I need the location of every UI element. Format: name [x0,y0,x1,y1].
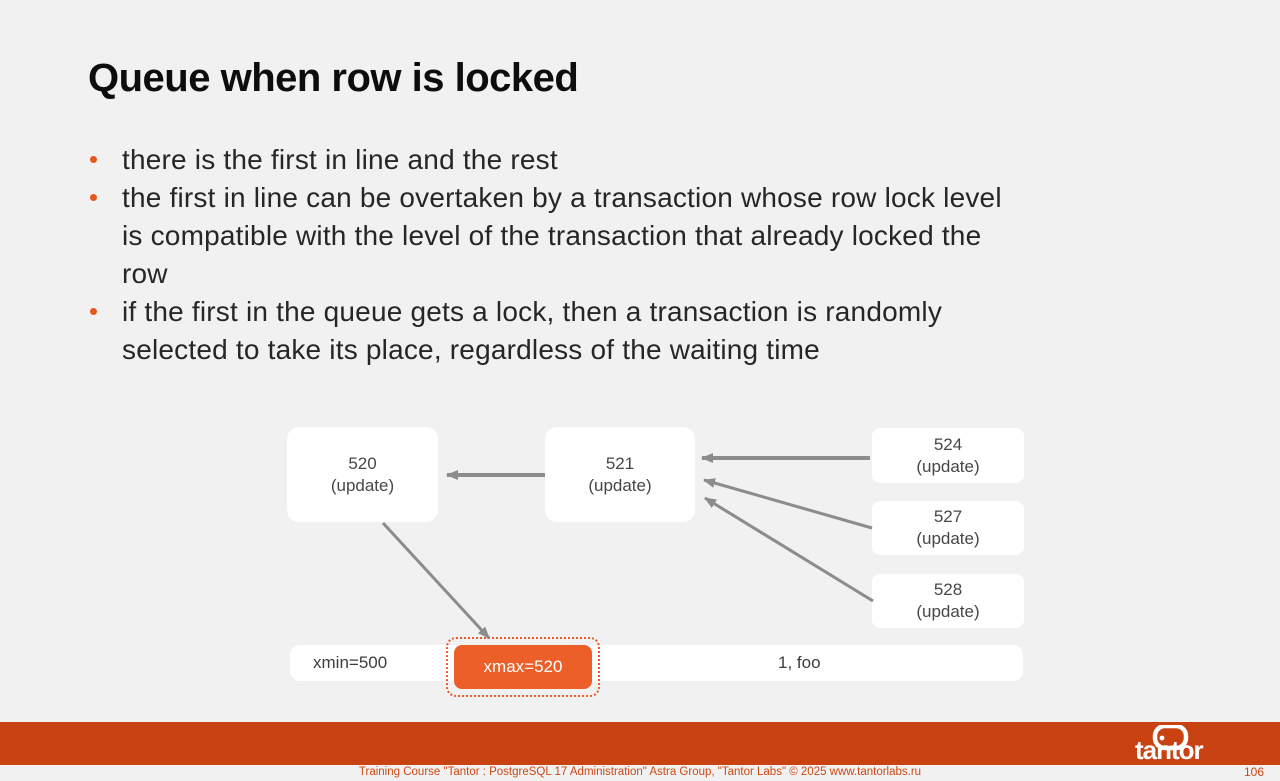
xmin-value: xmin=500 [313,653,388,672]
transaction-box-520: 520 (update) [287,427,438,522]
transaction-id: 521 [605,453,635,473]
bullet-item: the first in line can be overtaken by a … [88,179,1208,293]
transaction-op: (update) [916,456,980,476]
tantor-logo-text: tantor [1135,735,1204,763]
bullet-text: if the first in the queue gets a lock, t… [122,293,1208,369]
transaction-box-524: 524 (update) [872,428,1024,483]
transaction-op: (update) [588,475,652,495]
bullet-item: there is the first in line and the rest [88,141,1208,179]
transaction-op: (update) [916,602,980,621]
bullet-list: there is the first in line and the rest … [88,141,1208,369]
tantor-logo-icon: tantor [1135,725,1205,763]
transaction-id: 528 [933,580,963,599]
bullet-line: selected to take its place, regardless o… [122,334,820,365]
bullet-line: row [122,258,168,289]
tuple-data-value: 1, foo [778,653,821,672]
transaction-box-528: 528 (update) [872,574,1024,628]
bullet-line: is compatible with the level of the tran… [122,220,982,251]
transaction-op: (update) [916,529,980,548]
transaction-id: 527 [933,507,963,526]
xmax-value: xmax=520 [483,657,563,676]
page-number: 106 [1243,765,1264,779]
xmax-highlight-border: xmax=520 [446,637,600,697]
transaction-id: 520 [348,453,377,473]
arrow-528-to-521 [704,496,874,603]
footer-brand-bar: tantor [0,722,1280,765]
bullet-dot-icon [90,156,97,163]
arrow-520-to-xmax [381,521,491,640]
bullet-item: if the first in the queue gets a lock, t… [88,293,1208,369]
bullet-line: if the first in the queue gets a lock, t… [122,296,943,327]
bullet-text: the first in line can be overtaken by a … [122,179,1208,293]
tuple-row: xmin=500 1, foo [290,645,1023,681]
arrow-527-to-521 [703,478,873,530]
bullet-text: there is the first in line and the rest [122,141,1208,179]
bullet-dot-icon [90,308,97,315]
bullet-line: the first in line can be overtaken by a … [122,182,1002,213]
bullet-dot-icon [90,194,97,201]
footer-text: Training Course "Tantor : PostgreSQL 17 … [358,766,922,778]
bullet-line: there is the first in line and the rest [122,144,558,175]
transaction-id: 524 [933,434,963,454]
xmax-badge: xmax=520 [454,645,592,689]
transaction-box-521: 521 (update) [545,427,695,522]
page-title: Queue when row is locked [88,56,579,100]
transaction-op: (update) [330,475,395,495]
transaction-box-527: 527 (update) [872,501,1024,555]
